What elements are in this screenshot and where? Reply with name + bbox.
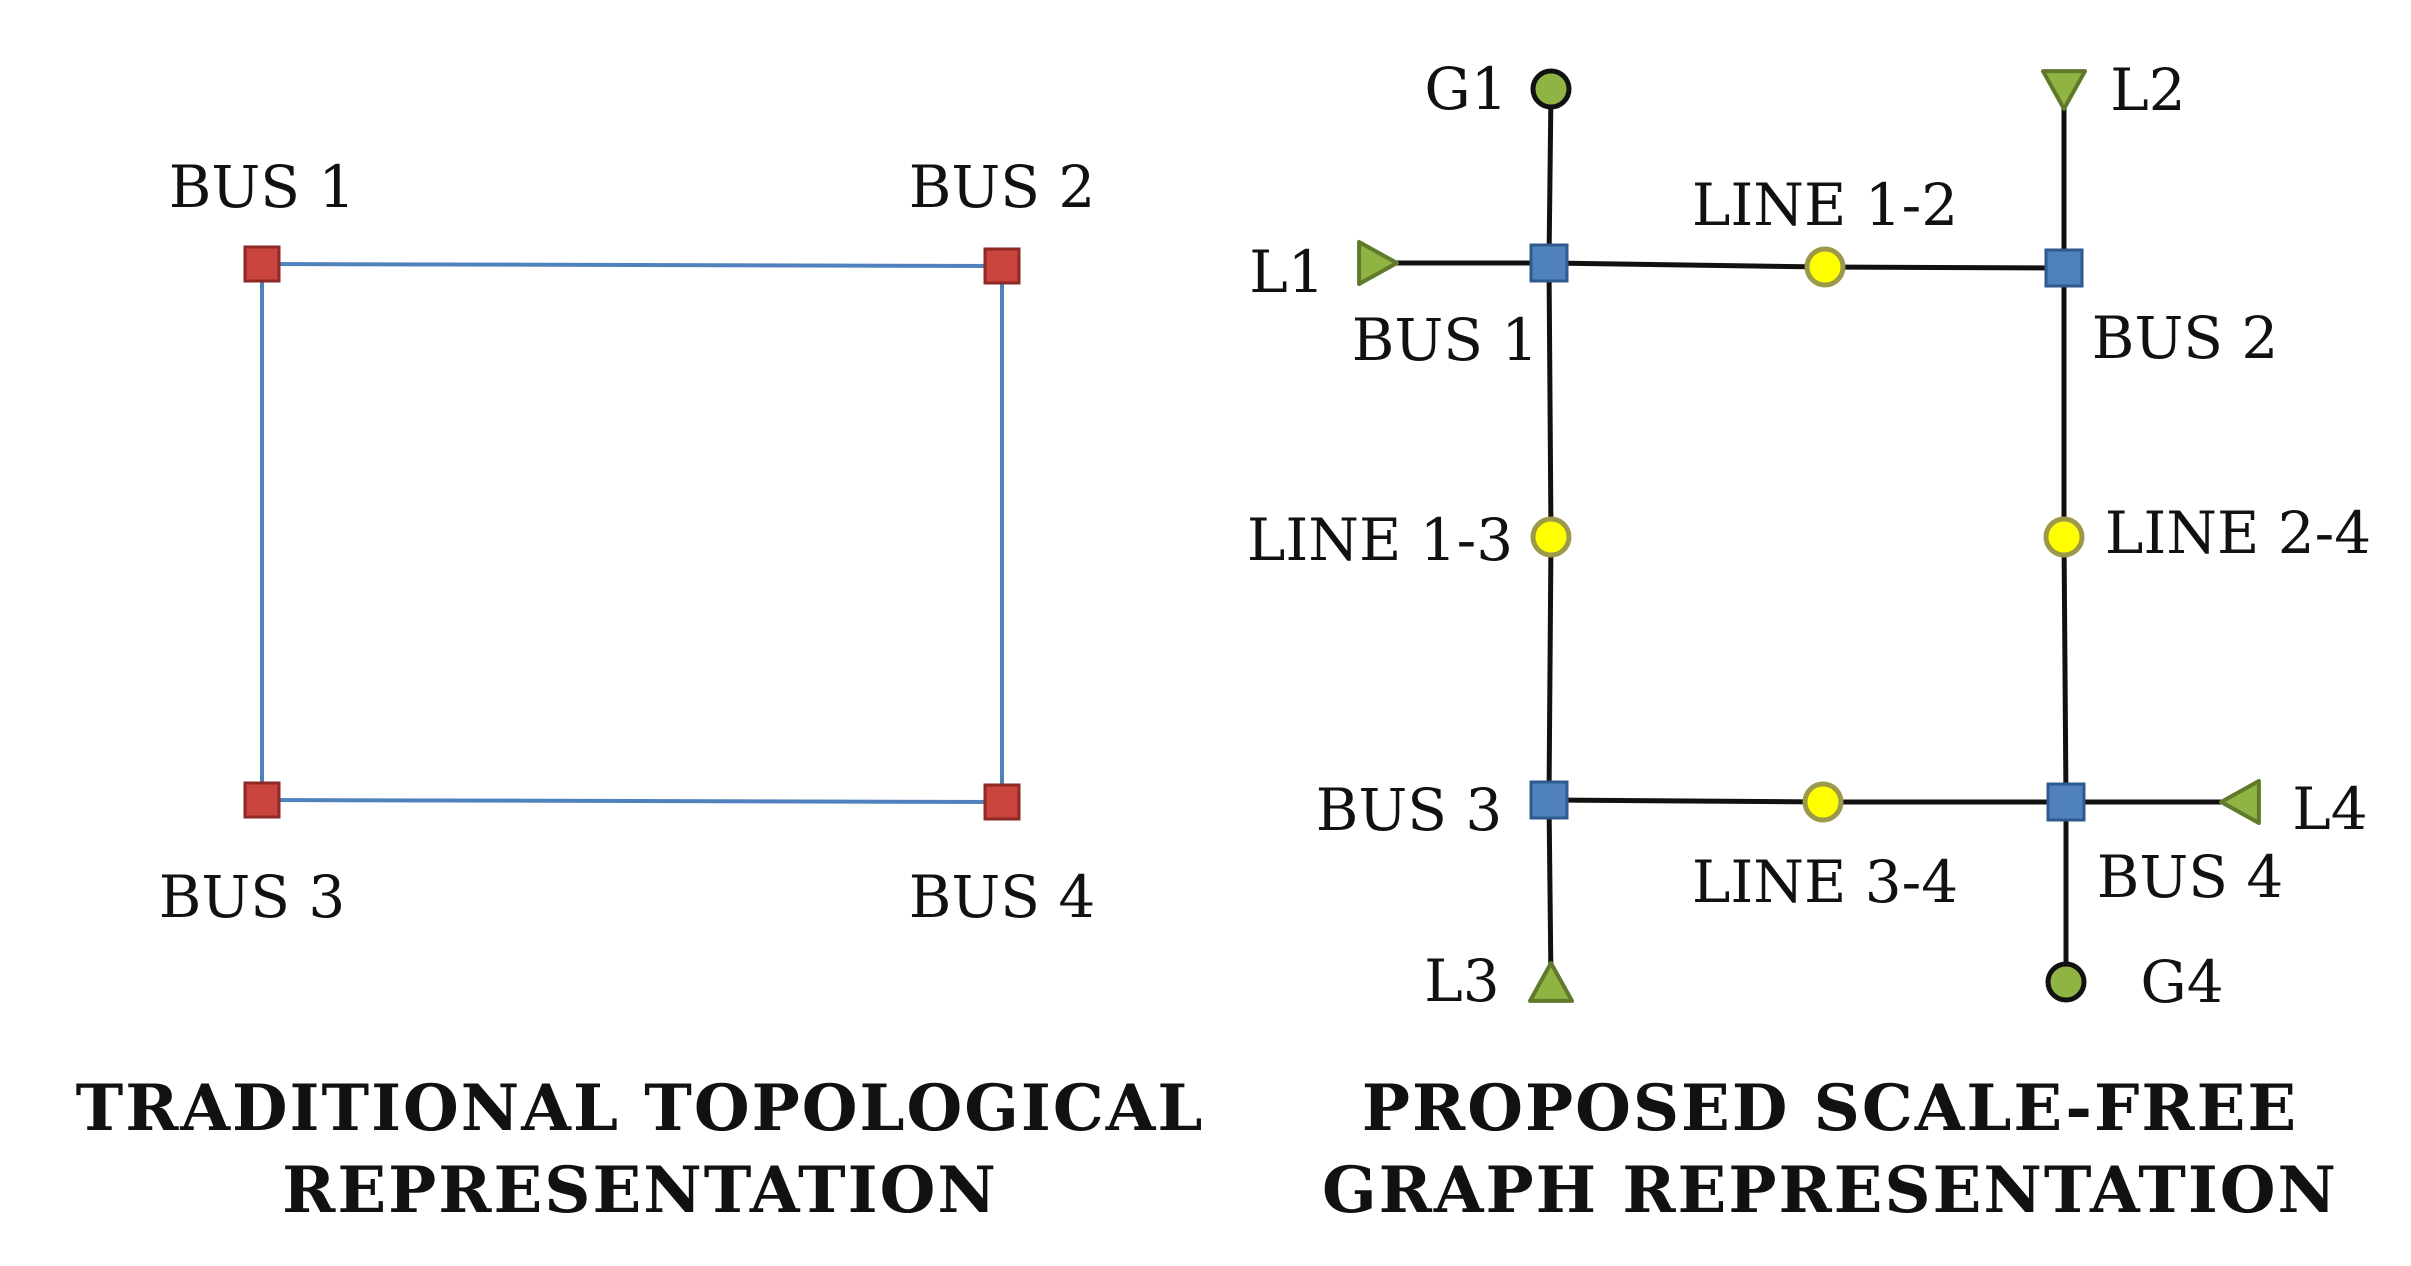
traditional-bus-node-b1: [243, 245, 281, 283]
scale-free-edge-g1-b1: [1546, 88, 1554, 264]
traditional-caption-line-2: REPRESENTATION: [282, 1153, 998, 1228]
load-node-ld3: [1528, 961, 1574, 1003]
line-node-l12: [1804, 246, 1846, 288]
traditional-caption-line-1: TRADITIONAL TOPOLOGICAL: [76, 1071, 1205, 1146]
scale-free-edge-l13-b3: [1546, 536, 1554, 801]
generator-node-g4: [2045, 961, 2087, 1003]
scale-free-label-l12: LINE 1-2: [1692, 171, 1958, 239]
scale-free-edge-b3-ld3: [1546, 799, 1554, 983]
traditional-topology-panel: BUS 1 BUS 2 BUS 3 BUS 4 TRADITIONAL TOPOLOG…: [76, 153, 1205, 1228]
traditional-edge-b3-b4: [261, 798, 1003, 804]
scale-free-edge-l24-b4: [2061, 536, 2069, 803]
scale-free-edge-b1-l12: [1548, 260, 1826, 270]
traditional-bus-node-b2: [983, 247, 1021, 285]
scale-free-edges: [1378, 88, 2240, 983]
traditional-bus-label-b3: BUS 3: [159, 863, 346, 931]
scale-free-bus-node-b4: [2046, 782, 2086, 822]
line-node-l13: [1530, 516, 1572, 558]
scale-free-label-b4: BUS 4: [2097, 843, 2284, 911]
line-node-l34: [1802, 781, 1844, 823]
scale-free-nodes: [1357, 68, 2261, 1003]
scale-free-edge-b1-l13: [1546, 262, 1554, 538]
scale-free-bus-node-b2: [2044, 248, 2084, 288]
scale-free-bus-node-b1: [1529, 243, 1569, 283]
traditional-bus-label-b4: BUS 4: [909, 863, 1096, 931]
load-node-ld4: [2219, 779, 2261, 825]
scale-free-label-ld1: L1: [1249, 238, 1324, 306]
traditional-bus-node-b4: [983, 783, 1021, 821]
scale-free-label-b1: BUS 1: [1352, 306, 1539, 374]
scale-free-label-l13: LINE 1-3: [1247, 506, 1513, 574]
scale-free-label-g4: G4: [2140, 948, 2223, 1016]
scale-free-edge-b3-l34: [1548, 797, 1824, 805]
traditional-bus-label-b1: BUS 1: [169, 153, 356, 221]
scale-free-label-b3: BUS 3: [1316, 776, 1503, 844]
load-node-ld2: [2041, 69, 2087, 111]
traditional-bus-label-b2: BUS 2: [909, 153, 1096, 221]
traditional-bus-node-b3: [243, 781, 281, 819]
traditional-edge-b1-b2: [261, 262, 1003, 268]
scale-free-label-l24: LINE 2-4: [2105, 499, 2371, 567]
scale-free-label-ld3: L3: [1424, 947, 1499, 1015]
traditional-labels: BUS 1 BUS 2 BUS 3 BUS 4: [159, 153, 1096, 931]
scale-free-label-l34: LINE 3-4: [1692, 848, 1958, 916]
scale-free-label-ld4: L4: [2292, 775, 2367, 843]
scale-free-caption-line-1: PROPOSED SCALE-FREE: [1362, 1071, 2298, 1146]
scale-free-label-ld2: L2: [2110, 56, 2185, 124]
scale-free-label-b2: BUS 2: [2092, 304, 2279, 372]
scale-free-label-g1: G1: [1424, 55, 1507, 123]
scale-free-caption-line-2: GRAPH REPRESENTATION: [1322, 1153, 2338, 1228]
load-node-ld1: [1357, 240, 1399, 286]
scale-free-edge-l12-b2: [1824, 264, 2065, 271]
traditional-nodes: [243, 245, 1021, 821]
traditional-edges: [260, 262, 1004, 804]
line-node-l24: [2043, 516, 2085, 558]
generator-node-g1: [1530, 68, 1572, 110]
scale-free-bus-node-b3: [1529, 780, 1569, 820]
